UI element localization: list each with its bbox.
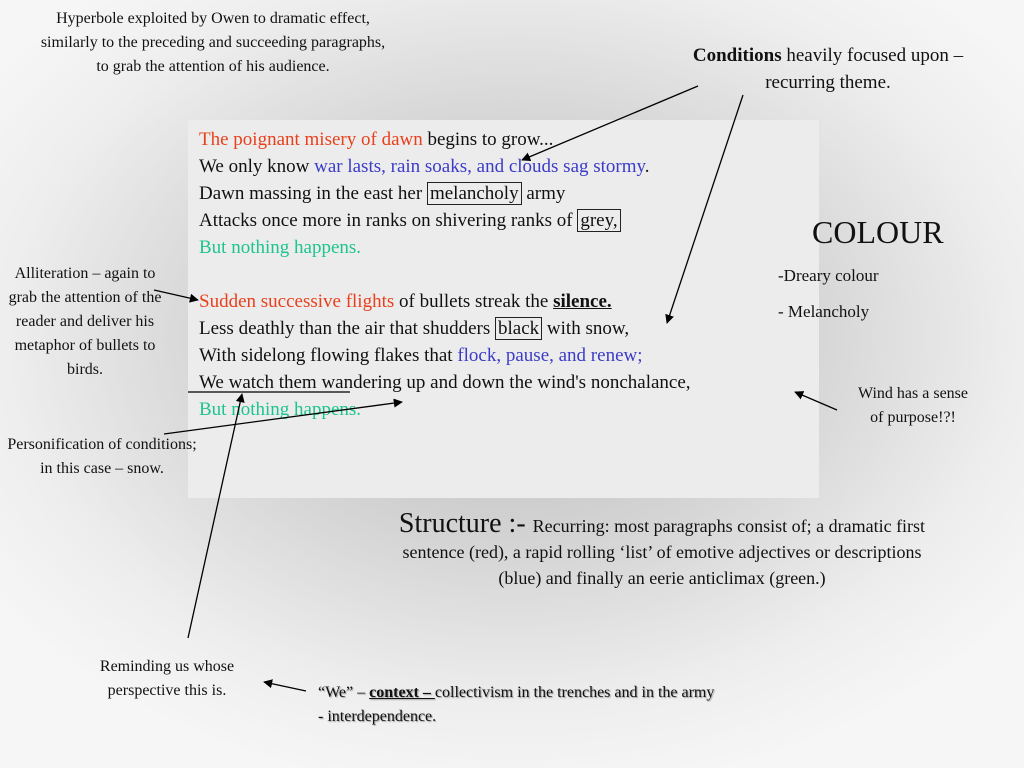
hyperbole-annotation: Hyperbole exploited by Owen to dramatic … (40, 7, 386, 79)
poem-line-2: We only know war lasts, rain soaks, and … (199, 156, 650, 177)
personification-annotation: Personification of conditions; in this c… (6, 433, 198, 481)
context-annotation: “We” – context – collectivism in the tre… (318, 681, 718, 729)
conditions-annotation: Conditions heavily focused upon – recurr… (692, 42, 964, 96)
context-label: context – (369, 684, 435, 701)
colour-item-dreary: -Dreary colour (778, 266, 879, 285)
structure-section: Structure :- Recurring: most paragraphs … (382, 508, 942, 591)
poem-line-1: The poignant misery of dawn begins to gr… (199, 129, 554, 150)
melancholy-highlight: melancholy (426, 182, 522, 205)
poem-line-3: Dawn massing in the east her melancholy … (199, 182, 566, 205)
poem-line-4: Attacks once more in ranks on shivering … (199, 207, 819, 234)
poem-line-9: We watch them wandering up and down the … (199, 372, 691, 393)
conditions-bold-label: Conditions (692, 45, 782, 66)
perspective-annotation: Reminding us whose perspective this is. (72, 655, 262, 703)
wind-text: Wind has a sense of purpose!?! (858, 385, 968, 426)
stanza-break (199, 261, 819, 288)
poem-excerpt: The poignant misery of dawn begins to gr… (188, 120, 819, 498)
silence-highlight: silence. (553, 291, 612, 312)
context-prefix: “We” – (318, 684, 370, 701)
alliteration-text: Alliteration – again to grab the attenti… (8, 265, 162, 378)
poem-line-5: But nothing happens. (199, 237, 362, 258)
context-rest: collectivism in the trenches and in the … (318, 684, 715, 725)
poem-line-6: Sudden successive flights of bullets str… (199, 291, 612, 312)
black-highlight: black (495, 317, 543, 340)
grey-highlight: grey, (577, 209, 621, 232)
perspective-text: Reminding us whose perspective this is. (99, 658, 235, 699)
poem-line-8: With sidelong flowing flakes that flock,… (199, 345, 643, 366)
wind-annotation: Wind has a sense of purpose!?! (852, 382, 974, 430)
poem-line-10: But nothing happens. (199, 399, 362, 420)
conditions-rest-text: heavily focused upon – recurring theme. (765, 45, 964, 93)
hyperbole-text: Hyperbole exploited by Owen to dramatic … (40, 10, 386, 75)
alliteration-annotation: Alliteration – again to grab the attenti… (4, 262, 166, 382)
colour-heading: COLOUR (812, 214, 944, 250)
poem-line-7: Less deathly than the air that shudders … (199, 317, 630, 340)
structure-body: Recurring: most paragraphs consist of; a… (402, 516, 926, 588)
colour-item-melancholy: - Melancholy (778, 302, 870, 321)
personification-text: Personification of conditions; in this c… (7, 436, 197, 477)
structure-heading: Structure :- (398, 508, 533, 539)
arrow-context (263, 679, 307, 692)
